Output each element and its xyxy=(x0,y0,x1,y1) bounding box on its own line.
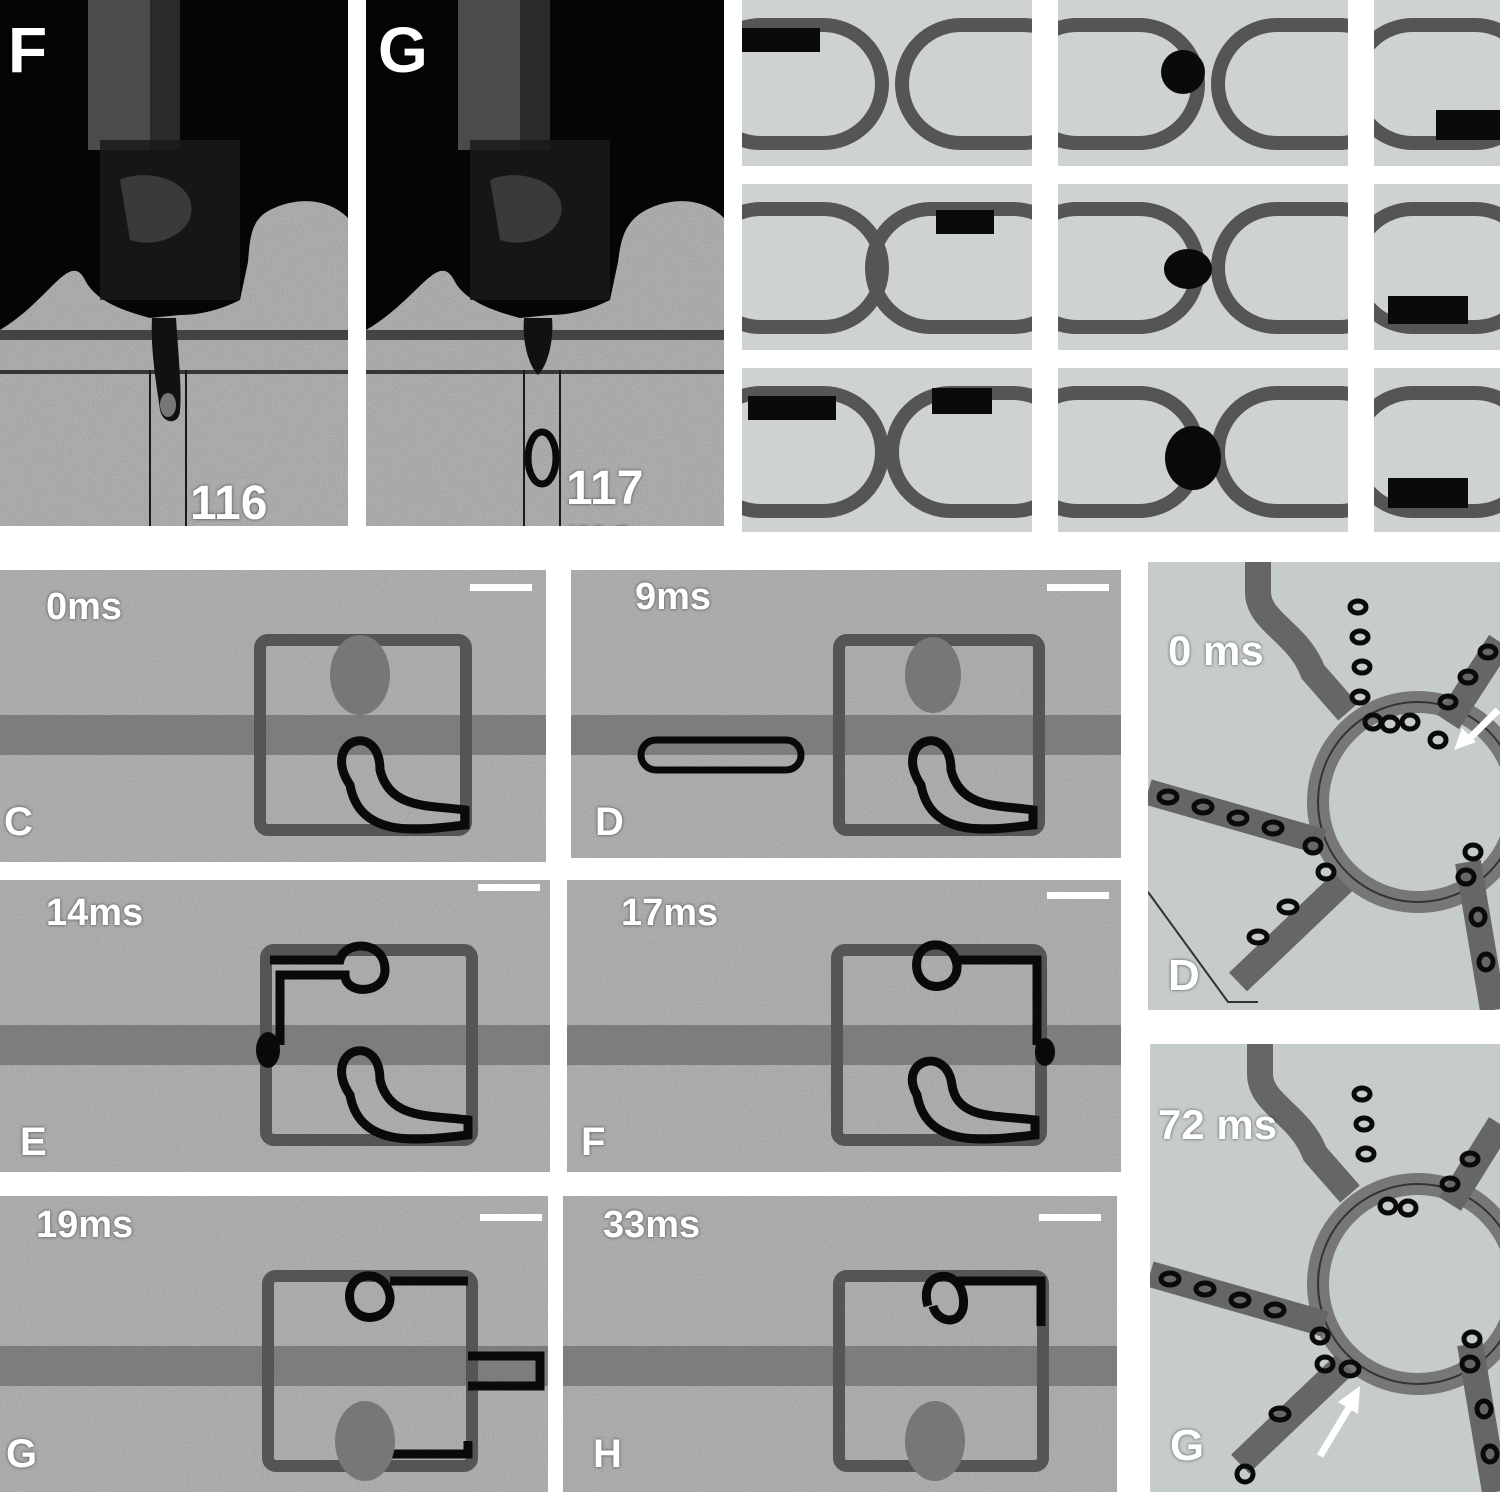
grid-cell-1-3 xyxy=(1374,0,1500,166)
grid-cell-3-1 xyxy=(742,368,1032,532)
panel-star-g-letter: G xyxy=(1170,1421,1205,1470)
panel-top-f-time: 116 ms xyxy=(190,477,268,527)
panel-loop-c: 0ms C xyxy=(0,570,546,862)
grid-cell-3-2 xyxy=(1058,368,1348,532)
grid-cell-3-3 xyxy=(1374,368,1500,532)
arrow-icon xyxy=(1454,707,1500,750)
grid-cell-2-3 xyxy=(1374,184,1500,350)
scale-bar-icon xyxy=(1039,1214,1101,1221)
panel-loop-g: 19ms G xyxy=(0,1196,548,1492)
panel-loop-g-time: 19ms xyxy=(36,1204,134,1246)
grid-cell-1-2 xyxy=(1058,0,1348,166)
panel-top-g-letter: G xyxy=(378,14,428,86)
panel-star-d-letter: D xyxy=(1168,951,1200,1000)
panel-loop-c-time: 0ms xyxy=(46,586,123,628)
panel-loop-e-time: 14ms xyxy=(46,892,144,934)
panel-loop-h-letter: H xyxy=(593,1432,622,1476)
panel-top-f: F 116 ms xyxy=(0,0,348,526)
panel-star-d-time: 0 ms xyxy=(1168,627,1264,674)
scale-bar-icon xyxy=(1047,584,1109,591)
grid-cell-2-1 xyxy=(742,184,1032,350)
scale-bar-icon xyxy=(470,584,532,591)
panel-star-g: 72 ms G xyxy=(1150,1044,1500,1492)
panel-loop-d-letter: D xyxy=(595,800,624,844)
panel-top-g-image xyxy=(366,0,724,526)
scale-bar-icon xyxy=(480,1214,542,1221)
panel-loop-g-letter: G xyxy=(6,1432,38,1476)
panel-loop-f: 17ms F xyxy=(567,880,1121,1172)
panel-loop-h: 33ms H xyxy=(563,1196,1117,1492)
panel-loop-h-time: 33ms xyxy=(603,1204,701,1246)
panel-top-f-letter: F xyxy=(8,14,48,86)
panel-top-f-image xyxy=(0,0,348,526)
grid-cell-2-2 xyxy=(1058,184,1348,350)
panel-loop-e-letter: E xyxy=(20,1120,47,1164)
scale-bar-icon xyxy=(478,884,540,891)
panel-top-g: G 117 ms xyxy=(366,0,724,526)
panel-top-g-time: 117 ms xyxy=(566,462,644,527)
panel-loop-c-letter: C xyxy=(4,800,33,844)
scale-bar-icon xyxy=(1047,892,1109,899)
panel-loop-d: 9ms D xyxy=(571,570,1121,858)
panel-star-d: 0 ms D xyxy=(1148,562,1500,1010)
arrow-icon xyxy=(1316,1386,1360,1458)
panel-star-g-time: 72 ms xyxy=(1158,1101,1278,1148)
panel-loop-d-time: 9ms xyxy=(635,576,712,618)
panel-loop-f-letter: F xyxy=(581,1120,606,1164)
panel-loop-e: 14ms E xyxy=(0,880,550,1172)
panel-loop-f-time: 17ms xyxy=(621,892,719,934)
grid-cell-1-1 xyxy=(742,0,1032,166)
